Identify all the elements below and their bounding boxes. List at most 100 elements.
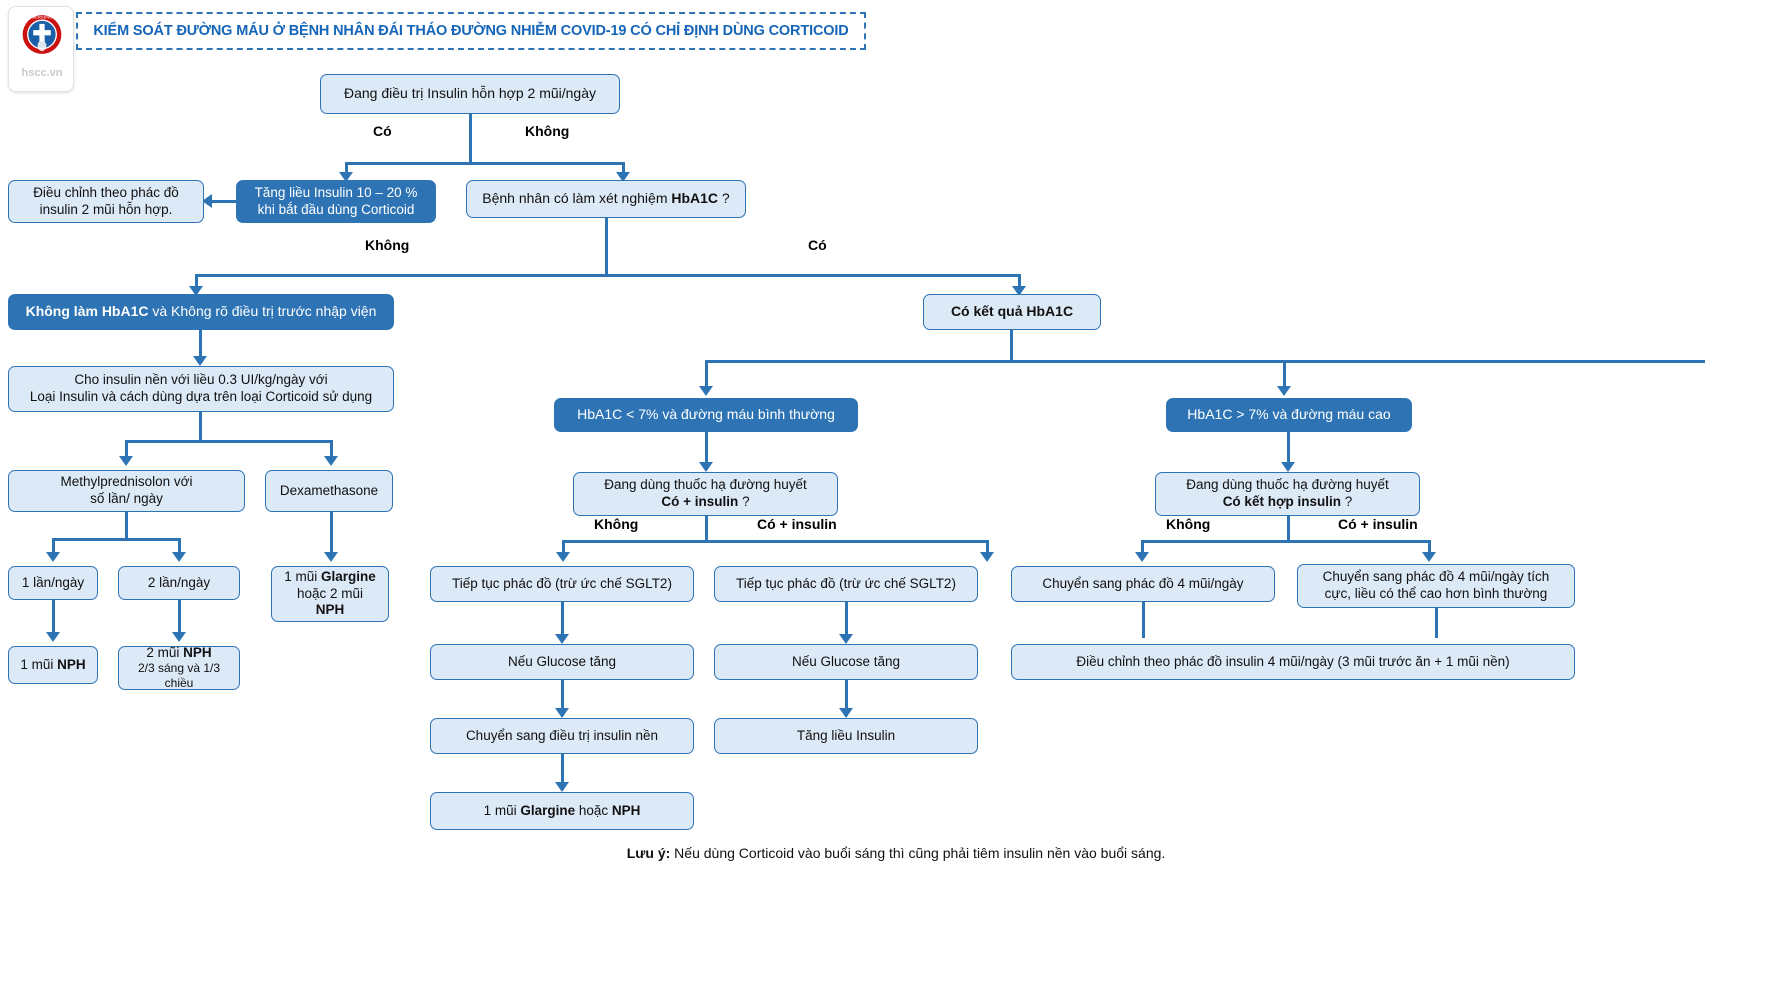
node-adjust-protocol-line2: insulin 2 mũi hỗn hợp. [39, 201, 173, 217]
node-hba1c-low: HbA1C < 7% và đường máu bình thường [554, 398, 858, 432]
edge-mid-right-drop [986, 540, 989, 556]
node-basal-insulin-line1: Cho insulin nền với liều 0.3 UI/kg/ngày … [74, 372, 328, 388]
edge-mid-left-drop [562, 540, 565, 556]
edge-result-left-drop [705, 360, 708, 390]
svg-text:EMERGENCY: EMERGENCY [29, 15, 55, 20]
page-title: KIỂM SOÁT ĐƯỜNG MÁU Ở BỆNH NHÂN ĐÁI THÁO… [93, 23, 849, 39]
edge-high-stem [1287, 432, 1290, 466]
edge-4shots-int-stem [1435, 608, 1438, 638]
node-dexamethasone-label: Dexamethasone [279, 482, 379, 498]
arrow-to-twice-daily [172, 552, 186, 562]
edge-mid-stem [705, 516, 708, 542]
emergency-care-emblem-icon: EMERGENCY [22, 15, 62, 54]
edge-cpb-stem [845, 602, 848, 638]
node-dexamethasone: Dexamethasone [265, 470, 393, 512]
edge-root-right-drop [622, 162, 625, 176]
arrow-to-no-hba1c [189, 286, 203, 296]
edge-cpa-stem [561, 602, 564, 638]
edge-no-hba1c-stem [199, 330, 202, 360]
node-taking-drug-mid: Đang dùng thuốc hạ đường huyết Có + insu… [573, 472, 838, 516]
edge-4shots-stem [1142, 602, 1145, 638]
edge-result-stem [1010, 330, 1013, 362]
node-two-nph-line1: 2 mũi NPH [146, 644, 212, 660]
node-methylprednisolon: Methylprednisolon với số lần/ ngày [8, 470, 245, 512]
arrow-to-hba1c-test [616, 172, 630, 182]
logo-card: EMERGENCY hscc.vn [8, 6, 74, 92]
node-twice-daily: 2 lần/ngày [118, 566, 240, 600]
node-one-nph-label: 1 mũi NPH [20, 656, 86, 672]
edge-basal-final-stem [561, 754, 564, 790]
node-has-hba1c-result: Có kết quả HbA1C [923, 294, 1101, 330]
edge-methyl-left-drop [52, 538, 55, 556]
edge-gua-stem [561, 680, 564, 716]
edge-label-mid-no: Không [594, 516, 639, 532]
node-glucose-up-b: Nếu Glucose tăng [714, 644, 978, 680]
node-once-daily-label: 1 lần/ngày [21, 574, 85, 590]
arrow-to-two-nph [172, 632, 186, 642]
node-switch-4shots-intensive-line1: Chuyển sang phác đồ 4 mũi/ngày tích [1322, 569, 1550, 585]
node-methylprednisolon-line1: Methylprednisolon với [60, 474, 193, 490]
node-final-glargine: 1 mũi Glargine hoặc NPH [430, 792, 694, 830]
edge-basal-left-drop [125, 440, 128, 460]
arrow-to-hba1c-low [699, 386, 713, 396]
node-one-nph: 1 mũi NPH [8, 646, 98, 684]
node-continue-protocol-a-label: Tiếp tục phác đồ (trừ ức chế SGLT2) [452, 575, 672, 591]
node-switch-4shots-intensive: Chuyển sang phác đồ 4 mũi/ngày tích cực,… [1297, 564, 1575, 608]
node-glucose-up-a-label: Nếu Glucose tăng [507, 653, 617, 669]
node-taking-drug-right-line1: Đang dùng thuốc hạ đường huyết [1186, 477, 1389, 493]
edge-result-split [705, 360, 1705, 363]
logo-caption: hscc.vn [21, 67, 63, 79]
node-adjust-4shots-label: Điều chỉnh theo phác đồ insulin 4 mũi/ng… [1076, 653, 1510, 669]
node-basal-insulin: Cho insulin nền với liều 0.3 UI/kg/ngày … [8, 366, 394, 412]
node-two-nph: 2 mũi NPH 2/3 sáng và 1/3 chiều [118, 644, 240, 690]
arrow-to-continue-protocol-b [980, 552, 994, 562]
arrow-to-one-nph [46, 632, 60, 642]
footer-note: Lưu ý: Nếu dùng Corticoid vào buổi sáng … [0, 845, 1792, 861]
edge-label-root-yes: Có [373, 123, 392, 139]
arrow-to-basal-insulin [193, 356, 207, 366]
edge-right-left-drop [1141, 540, 1144, 556]
node-glargine-or-2nph: 1 mũi Glargine hoặc 2 mũi NPH [271, 566, 389, 622]
node-root-label: Đang điều trị Insulin hỗn hợp 2 mũi/ngày [344, 85, 596, 102]
node-glargine-line3: NPH [315, 602, 345, 618]
node-no-hba1c: Không làm HbA1C và Không rõ điều trị trư… [8, 294, 394, 330]
edge-right-stem [1287, 516, 1290, 542]
arrow-to-taking-drug-mid [699, 462, 713, 472]
edge-once-stem [52, 600, 55, 636]
edge-label-root-no: Không [525, 123, 570, 139]
edge-mid-split [562, 540, 989, 543]
edge-hba1c-left-drop [195, 274, 198, 290]
edge-gub-stem [845, 680, 848, 716]
edge-hba1c-stem [605, 218, 608, 276]
node-switch-4shots: Chuyển sang phác đồ 4 mũi/ngày [1011, 566, 1275, 602]
arrow-to-glucose-up-a [555, 634, 569, 644]
edge-label-right-yes: Có + insulin [1338, 516, 1418, 532]
node-switch-basal: Chuyển sang điều trị insulin nền [430, 718, 694, 754]
node-taking-drug-right-line2: Có kết hợp insulin ? [1222, 494, 1353, 509]
node-no-hba1c-label: Không làm HbA1C và Không rõ điều trị trư… [25, 303, 377, 320]
footer-note-label: Lưu ý: [626, 845, 671, 861]
node-increase-dose-line2: khi bắt đầu dùng Corticoid [257, 201, 415, 217]
arrow-to-taking-drug-right [1281, 462, 1295, 472]
node-glargine-line1: 1 mũi Glargine [284, 568, 376, 584]
node-basal-insulin-line2: Loại Insulin và cách dùng dựa trên loại … [29, 389, 373, 404]
arrow-to-hba1c-high [1277, 386, 1291, 396]
edge-label-mid-yes: Có + insulin [757, 516, 837, 532]
edge-hba1c-split [195, 274, 1021, 277]
node-taking-drug-mid-line1: Đang dùng thuốc hạ đường huyết [604, 477, 807, 493]
edge-result-right-drop [1283, 360, 1286, 390]
edge-methyl-right-drop [178, 538, 181, 556]
edge-hba1c-right-drop [1018, 274, 1021, 290]
node-continue-protocol-a: Tiếp tục phác đồ (trừ ức chế SGLT2) [430, 566, 694, 602]
node-once-daily: 1 lần/ngày [8, 566, 98, 600]
node-root: Đang điều trị Insulin hỗn hợp 2 mũi/ngày [320, 74, 620, 114]
node-hba1c-test-label: Bệnh nhân có làm xét nghiệm HbA1C ? [482, 190, 730, 207]
node-twice-daily-label: 2 lần/ngày [147, 574, 211, 590]
node-hba1c-low-label: HbA1C < 7% và đường máu bình thường [577, 406, 835, 423]
edge-right-right-drop [1428, 540, 1431, 556]
node-hba1c-test: Bệnh nhân có làm xét nghiệm HbA1C ? [466, 180, 746, 218]
edge-methyl-split [52, 538, 178, 541]
node-continue-protocol-b-label: Tiếp tục phác đồ (trừ ức chế SGLT2) [736, 575, 956, 591]
arrow-to-increase-dose [339, 172, 353, 182]
arrow-to-once-daily [46, 552, 60, 562]
